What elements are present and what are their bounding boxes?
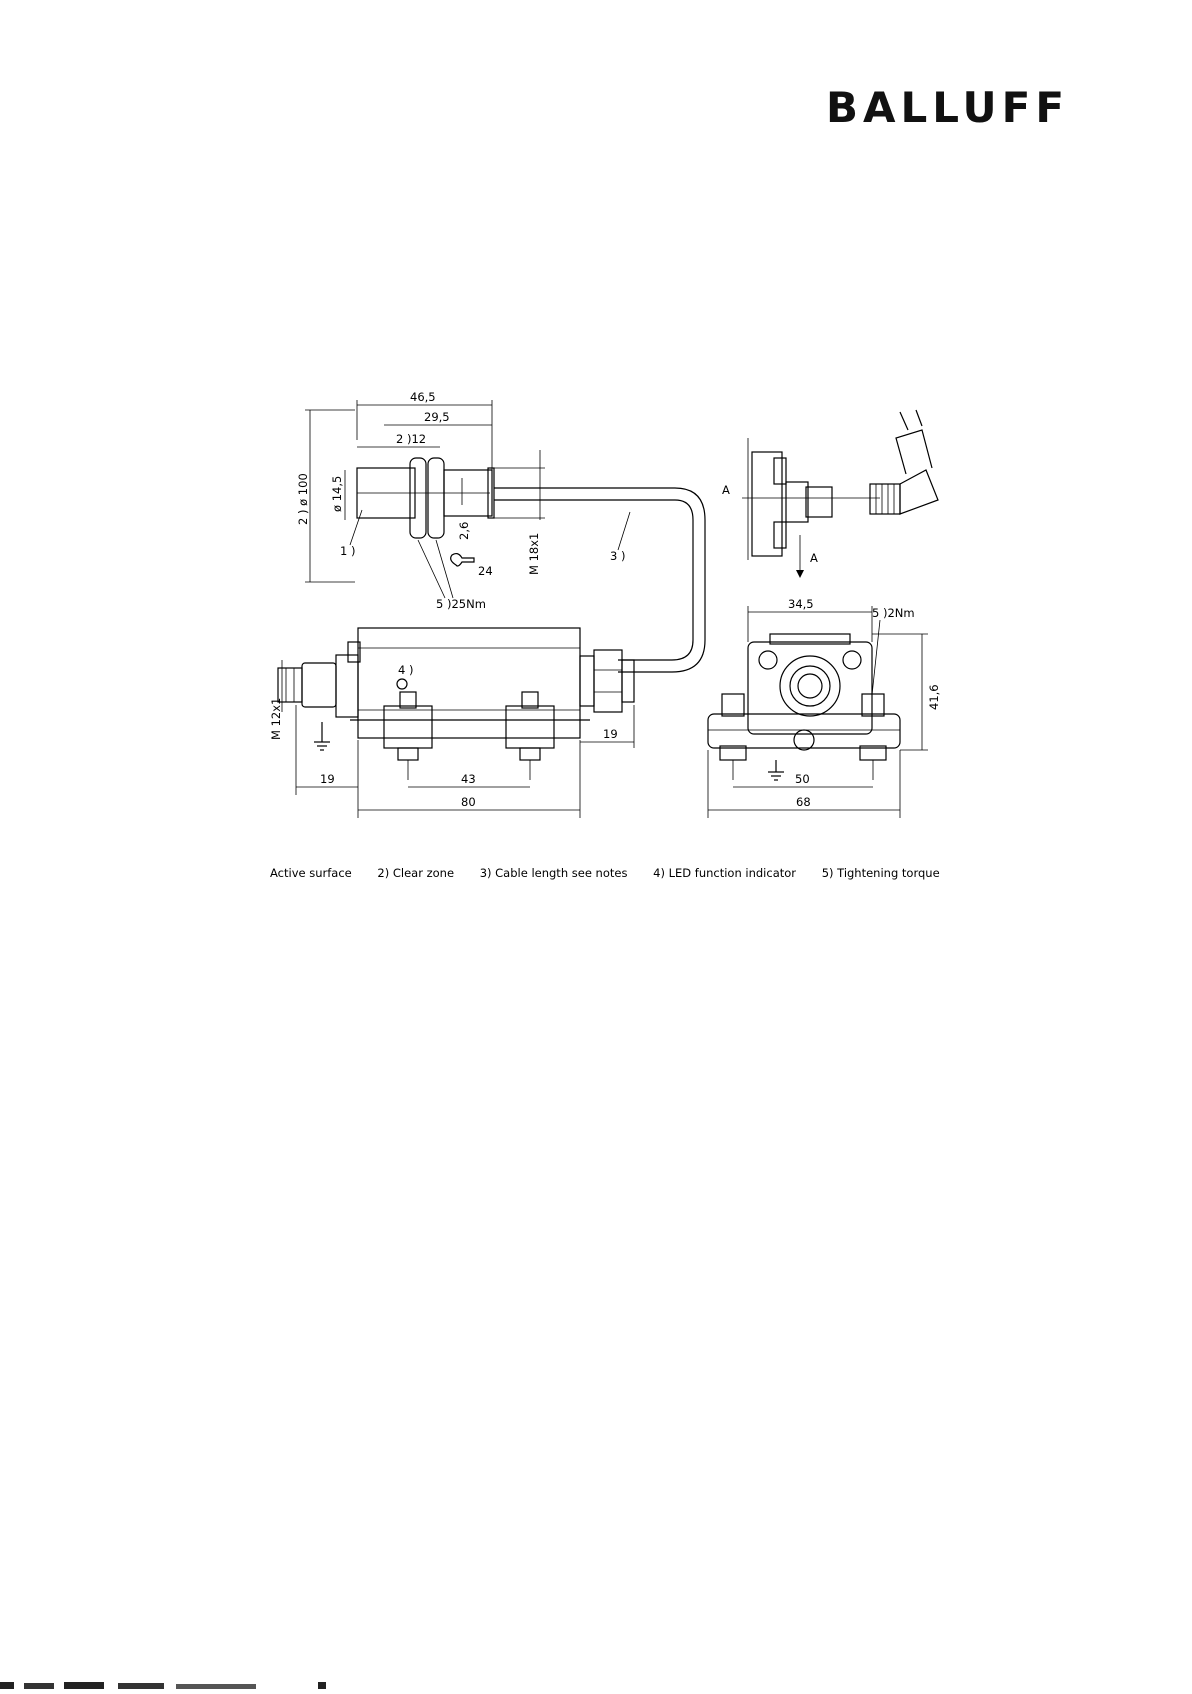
label-led-4: 4 ) <box>398 663 413 677</box>
dim-clear-zone-12: 2 )12 <box>396 432 426 446</box>
dim-19-right: 19 <box>603 727 618 741</box>
dim-43: 43 <box>461 772 476 786</box>
legend-item-2: 2) Clear zone <box>377 866 454 880</box>
dim-clear-zone-diameter: 2 ) ø 100 <box>296 473 310 525</box>
label-active-surface: 1 ) <box>340 544 355 558</box>
legend-item-3: 3) Cable length see notes <box>480 866 628 880</box>
dim-thread-m18: M 18x1 <box>527 533 541 575</box>
amplifier-side-view: 34,5 5 )2Nm 41,6 50 68 <box>708 597 941 818</box>
dim-active-diameter: ø 14,5 <box>330 476 344 512</box>
dim-80: 80 <box>461 795 476 809</box>
label-arrow-a: A <box>810 551 818 565</box>
connector-view: A A <box>722 410 938 578</box>
sensor-head-view: 46,5 29,5 2 )12 2 ) ø 100 ø 14,5 2,6 1 )… <box>296 390 705 672</box>
dim-68: 68 <box>796 795 811 809</box>
legend-item-4: 4) LED function indicator <box>653 866 796 880</box>
dim-41-6: 41,6 <box>927 684 941 710</box>
label-torque-2nm: 5 )2Nm <box>872 606 915 620</box>
footer-cutoff-mark <box>0 1676 330 1685</box>
dim-29-5: 29,5 <box>424 410 450 424</box>
legend-item-1: Active surface <box>270 866 352 880</box>
drawing-legend: Active surface 2) Clear zone 3) Cable le… <box>270 866 962 880</box>
amplifier-front-view: 4 ) M 12x1 19 43 80 19 <box>269 628 634 818</box>
dim-34-5: 34,5 <box>788 597 814 611</box>
dim-19-left: 19 <box>320 772 335 786</box>
dim-2-6: 2,6 <box>457 522 471 540</box>
label-torque-25nm: 5 )25Nm <box>436 597 486 611</box>
knurled-grip <box>876 484 894 514</box>
legend-item-5: 5) Tightening torque <box>822 866 940 880</box>
dim-50: 50 <box>795 772 810 786</box>
label-wrench-24: 24 <box>478 564 493 578</box>
dim-thread-m12: M 12x1 <box>269 698 283 740</box>
label-cable-3: 3 ) <box>610 549 625 563</box>
label-view-a: A <box>722 483 730 497</box>
dim-46-5: 46,5 <box>410 390 436 404</box>
